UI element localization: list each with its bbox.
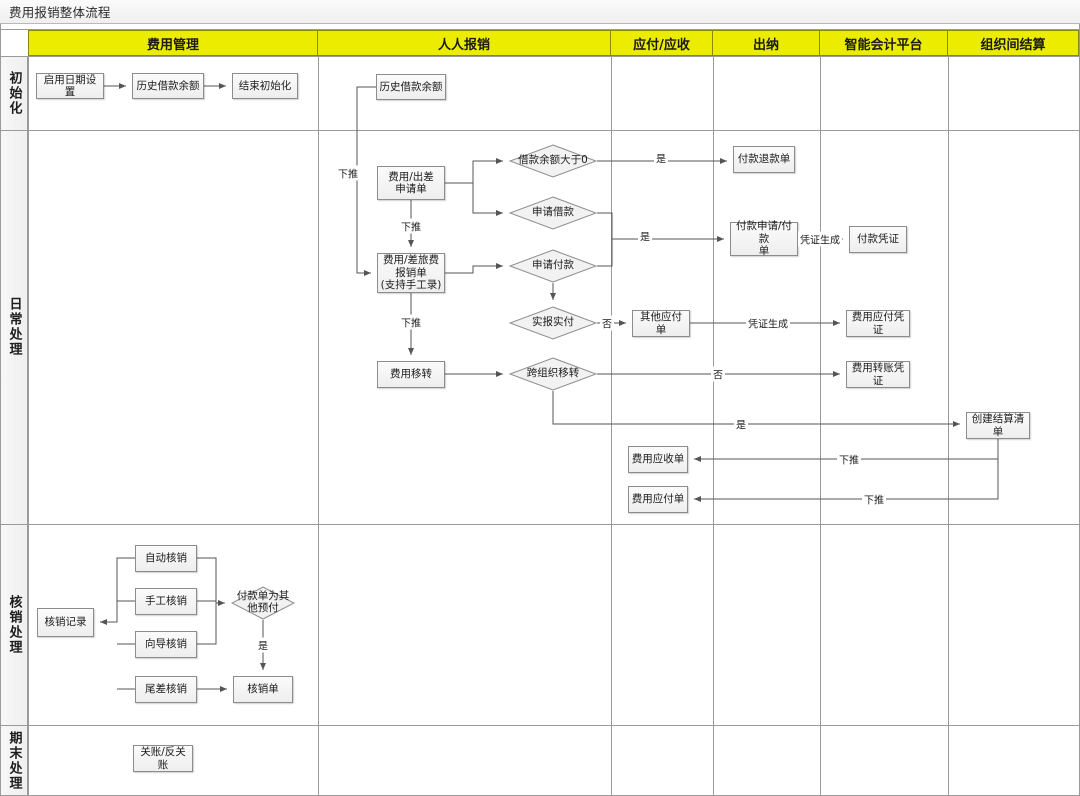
column-header-text: 人人报销 [437,37,490,53]
node-manual-writeoff[interactable]: 手工核销 [135,588,197,615]
grid-hline [0,56,1080,57]
node-tail-diff-writeoff[interactable]: 尾差核销 [135,676,197,703]
edge-label-yes-other-prepay: 是 [256,637,270,653]
edge-label-push-to-claim-left: 下推 [336,165,360,181]
node-payment-request-bill[interactable]: 付款申请/付款 单 [730,220,798,257]
row-label-text: 初始化 [6,70,22,116]
edge-label-push-to-receivable: 下推 [837,451,861,467]
node-history-loan-balance-rr[interactable]: 历史借款余额 [376,74,446,100]
node-history-loan-balance[interactable]: 历史借款余额 [132,73,204,99]
column-header-text: 费用管理 [146,37,199,53]
grid-hline [0,725,1080,726]
node-expense-payable-voucher[interactable]: 费用应付凭证 [846,310,910,337]
node-wizard-writeoff[interactable]: 向导核销 [135,631,197,658]
node-payment-voucher[interactable]: 付款凭证 [849,226,907,253]
node-expense-travel-request[interactable]: 费用/出差 申请单 [377,166,445,200]
node-writeoff-record[interactable]: 核销记录 [37,608,94,637]
grid-vline [820,56,821,796]
node-apply-payment[interactable]: 申请付款 [509,249,597,283]
edge-label-yes-cross-org: 是 [734,416,748,432]
node-actual-reimbursement[interactable]: 实报实付 [509,306,597,340]
node-enable-date-setting[interactable]: 启用日期设置 [36,73,104,99]
grid-hline [0,29,1080,30]
column-header-cashier: 出纳 [713,30,820,56]
edge-label-push-to-payable: 下推 [862,491,886,507]
column-header-text: 智能会计平台 [844,37,923,53]
window-titlebar: 费用报销整体流程 [0,0,1080,24]
node-payment-refund-bill[interactable]: 付款退款单 [733,146,795,173]
row-label-text: 日常处理 [6,297,22,357]
column-header-text: 组织间结算 [980,37,1046,53]
grid-vline [611,56,612,796]
node-expense-receivable[interactable]: 费用应收单 [628,446,688,473]
row-label-daily: 日常处理 [1,130,28,524]
edge-label-no-cross-org: 否 [711,366,725,382]
edge-label-push-claim-to-transfer: 下推 [399,314,423,330]
edge-label-voucher-gen-payable: 凭证生成 [746,315,790,331]
node-writeoff-bill[interactable]: 核销单 [233,676,293,703]
edge-label-push-request-to-claim: 下推 [399,218,423,234]
column-header-smart-accounting: 智能会计平台 [820,30,948,56]
node-close-reopen-period[interactable]: 关账/反关账 [133,745,193,772]
row-label-period-end: 期末处理 [1,725,28,796]
row-label-text: 核销处理 [6,594,22,655]
node-apply-loan[interactable]: 申请借款 [509,196,597,230]
column-header-renren-baoxiao: 人人报销 [318,30,611,56]
node-auto-writeoff[interactable]: 自动核销 [135,545,197,572]
node-expense-transfer[interactable]: 费用移转 [377,361,445,388]
grid-hline [0,130,1080,131]
row-label-writeoff: 核销处理 [1,524,28,725]
node-cross-org-transfer[interactable]: 跨组织移转 [509,357,597,391]
edge-label-yes-apply-payment: 是 [638,228,652,244]
edge-label-yes-loan-balance: 是 [654,150,668,166]
edge-label-voucher-gen-payment: 凭证生成 [798,231,842,247]
column-header-text: 出纳 [752,37,779,53]
node-expense-transfer-voucher[interactable]: 费用转账凭证 [846,361,910,388]
row-label-initialization: 初始化 [1,56,28,130]
column-header-ap-ar: 应付/应收 [611,30,713,56]
grid-vline [713,56,714,796]
node-payment-is-other-prepay[interactable]: 付款单为其 他预付 [231,586,295,620]
grid-vline [318,56,319,796]
node-other-payable-bill[interactable]: 其他应付单 [632,310,690,337]
column-header-fee-management: 费用管理 [28,30,318,56]
node-expense-payable[interactable]: 费用应付单 [628,486,688,513]
node-expense-claim[interactable]: 费用/差旅费 报销单 (支持手工录) [377,253,445,293]
grid-vline [28,56,29,796]
node-loan-balance-gt-zero[interactable]: 借款余额大于0 [509,144,597,178]
grid-vline [948,56,949,796]
node-create-settlement-list[interactable]: 创建结算清单 [966,412,1030,439]
column-header-inter-org: 组织间结算 [948,30,1079,56]
window-title: 费用报销整体流程 [9,5,111,20]
row-label-text: 期末处理 [6,730,22,791]
node-end-initialization[interactable]: 结束初始化 [232,73,298,99]
edge-label-no-actual-reimburse: 否 [600,315,614,331]
grid-vline [0,24,1,796]
grid-hline [0,524,1080,525]
column-header-text: 应付/应收 [633,37,690,53]
